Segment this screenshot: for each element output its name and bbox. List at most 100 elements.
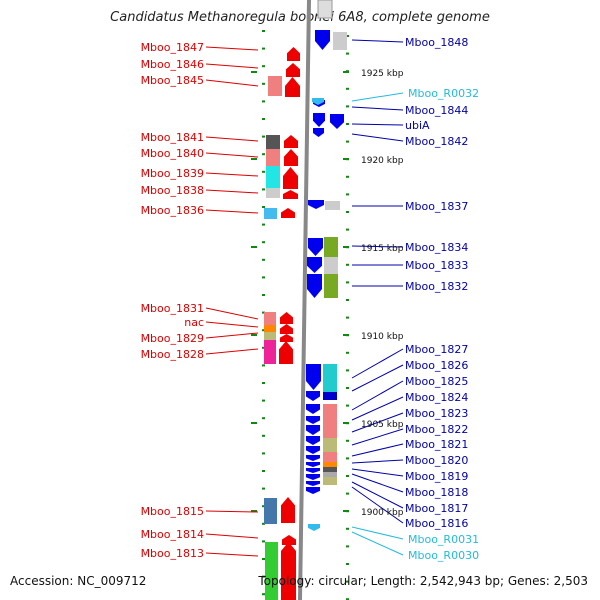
feature-block xyxy=(324,237,338,257)
feature-block xyxy=(266,135,280,149)
kbp-label: 1900 kbp xyxy=(361,508,404,518)
left-tick xyxy=(262,82,265,85)
left-gene-label: Mboo_1814 xyxy=(141,528,204,541)
right-leader-line xyxy=(351,412,404,433)
left-leader-line xyxy=(205,332,259,339)
forward-gene-arrow xyxy=(280,334,293,342)
right-leader-line xyxy=(351,39,404,43)
major-tick-right xyxy=(343,71,349,73)
reverse-gene-arrow xyxy=(312,98,324,105)
backbone-line xyxy=(298,0,311,600)
left-tick xyxy=(262,258,265,261)
right-tick xyxy=(346,404,349,407)
right-gene-label: Mboo_1817 xyxy=(405,502,468,515)
right-gene-label: Mboo_1819 xyxy=(405,470,468,483)
right-tick xyxy=(346,351,349,354)
left-tick xyxy=(262,153,265,156)
left-gene-label: Mboo_1839 xyxy=(141,167,204,180)
right-gene-label: Mboo_1832 xyxy=(405,280,468,293)
right-tick xyxy=(346,281,349,284)
right-tick xyxy=(346,580,349,583)
feature-block xyxy=(268,76,282,96)
left-leader-line xyxy=(205,136,259,142)
right-leader-line xyxy=(351,396,404,421)
right-leader-line xyxy=(351,486,404,524)
right-tick xyxy=(346,457,349,460)
right-tick xyxy=(346,598,349,600)
left-leader-line xyxy=(205,46,259,51)
right-gene-label: Mboo_1821 xyxy=(405,438,468,451)
forward-gene-arrow xyxy=(281,208,295,218)
right-leader-line xyxy=(351,106,404,111)
feature-block xyxy=(324,257,338,274)
major-tick-right xyxy=(343,510,349,512)
left-tick xyxy=(262,364,265,367)
left-gene-label: Mboo_1840 xyxy=(141,147,204,160)
right-tick xyxy=(346,439,349,442)
feature-block xyxy=(323,477,337,485)
forward-gene-arrow xyxy=(285,77,300,97)
gene-arrows xyxy=(279,30,344,600)
major-tick-left xyxy=(251,510,257,512)
left-tick xyxy=(262,223,265,226)
reverse-gene-arrow xyxy=(306,481,320,486)
left-leader-line xyxy=(205,307,259,320)
reverse-gene-arrow xyxy=(308,238,323,256)
reverse-gene-arrow xyxy=(307,274,322,298)
left-tick xyxy=(262,188,265,191)
right-leader-line xyxy=(351,92,404,102)
feature-block xyxy=(325,201,340,210)
feature-block xyxy=(264,325,276,332)
right-leader-line xyxy=(351,428,404,446)
forward-gene-arrow xyxy=(281,497,295,523)
left-tick xyxy=(262,417,265,420)
left-tick xyxy=(262,434,265,437)
left-leader-line xyxy=(205,209,259,214)
feature-block xyxy=(323,467,337,472)
right-leader-line xyxy=(351,468,404,477)
reverse-gene-arrow xyxy=(313,128,324,137)
reverse-gene-arrow xyxy=(330,114,344,129)
right-gene-label: Mboo_1822 xyxy=(405,423,468,436)
right-tick xyxy=(346,193,349,196)
left-tick xyxy=(262,382,265,384)
feature-block xyxy=(323,438,337,452)
genome-backbone xyxy=(298,0,333,600)
left-tick xyxy=(262,241,265,244)
left-leader-line xyxy=(205,152,259,158)
reverse-gene-arrow xyxy=(306,416,320,424)
right-tick xyxy=(346,563,349,565)
left-leader-line xyxy=(205,533,259,539)
right-gene-label: Mboo_1824 xyxy=(405,391,468,404)
left-tick xyxy=(262,135,265,138)
feature-block xyxy=(323,462,337,467)
left-leader-line xyxy=(205,510,259,513)
left-leader-line xyxy=(205,79,259,87)
right-gene-label: Mboo_1818 xyxy=(405,486,468,499)
reverse-gene-arrow xyxy=(306,462,320,467)
left-tick xyxy=(262,399,265,402)
reverse-gene-arrow xyxy=(315,30,330,50)
left-gene-label: Mboo_1838 xyxy=(141,184,204,197)
feature-block xyxy=(266,188,280,198)
left-gene-label: Mboo_1813 xyxy=(141,547,204,560)
reverse-gene-arrow xyxy=(306,364,321,390)
left-tick xyxy=(262,522,265,525)
right-leader-line xyxy=(351,245,404,248)
accession-text: Accession: NC_009712 xyxy=(10,574,147,588)
right-gene-label: Mboo_1848 xyxy=(405,36,468,49)
right-tick xyxy=(346,35,349,37)
forward-gene-arrow xyxy=(280,312,293,324)
feature-block xyxy=(264,332,276,340)
left-tick xyxy=(262,47,265,50)
left-tick xyxy=(262,311,265,314)
major-tick-left xyxy=(251,71,257,73)
right-leader-line xyxy=(351,443,404,457)
left-gene-label: nac xyxy=(184,316,204,329)
left-tick xyxy=(262,346,265,349)
left-tick xyxy=(262,206,265,208)
top-feature-block xyxy=(317,0,333,19)
right-tick xyxy=(346,492,349,495)
major-tick-right xyxy=(343,422,349,424)
